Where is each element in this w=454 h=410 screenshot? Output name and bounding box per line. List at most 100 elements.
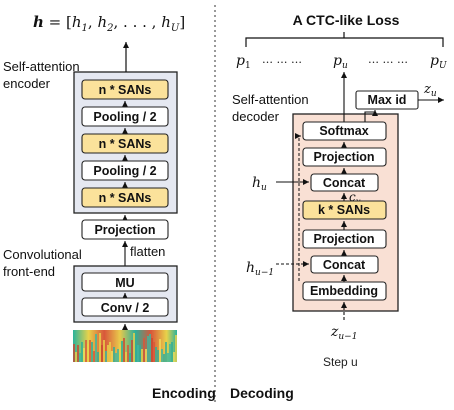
encoder-projection-block: Projection [81,219,169,240]
spectrogram-stripe [159,339,161,362]
svg-text:n * SANs: n * SANs [99,83,152,97]
spectrogram-stripe [139,345,141,362]
spectrogram-stripe [163,354,165,362]
svg-text:Projection: Projection [94,223,155,237]
spectrogram-stripe [175,335,177,362]
spectrogram-stripe [145,349,147,362]
spectrogram-stripe [135,345,137,362]
encoder-label-line1: Self-attention [3,59,80,74]
step-label: Step u [323,355,358,369]
svg-text:n * SANs: n * SANs [99,191,152,205]
spectrogram-stripe [173,352,175,362]
decoder-max-id-block: Max id [355,90,419,110]
spectrogram-stripe [167,353,169,362]
spectrogram-stripe [125,352,127,362]
spectrogram-image [73,330,177,362]
encoder-san-block-1: n * SANs [81,187,169,208]
h-vector-formula: h = [h1, h2, . . . , hU] [33,13,185,34]
svg-text:Projection: Projection [313,150,374,164]
flatten-label: flatten [130,244,165,259]
h-u-minus-1-input: hu−1 [246,260,274,278]
svg-text:p1: p1 [236,53,251,71]
svg-text:k * SANs: k * SANs [318,203,370,217]
spectrogram-stripe [89,340,91,362]
encoder-label-line2: encoder [3,76,51,91]
spectrogram-stripe [99,333,101,362]
svg-text:Embedding: Embedding [310,284,378,298]
spectrogram-stripe [77,345,79,362]
svg-text:h = [h1, h2, . . . , hU]: h = [h1, h2, . . . , hU] [33,13,185,34]
decoder-concat-bottom-block: Concat [310,255,379,274]
svg-text:Concat: Concat [323,176,366,190]
decoder-concat-top-block: Concat [310,173,379,192]
spectrogram-stripe [119,344,121,362]
spectrogram-stripe [117,349,119,362]
spectrogram-stripe [127,345,129,362]
spectrogram-stripe [105,351,107,362]
decoder-k-sans-block: k * SANs [302,200,387,220]
spectrogram-stripe [75,352,77,362]
spectrogram-stripe [121,341,123,362]
z-u-minus-1-input: zu−1 [330,324,357,342]
spectrogram-stripe [169,344,171,362]
decoder-softmax-block: Softmax [302,121,387,141]
svg-text:Concat: Concat [323,258,366,272]
encoder-pooling-block-2: Pooling / 2 [81,106,169,127]
ctc-loss-title: A CTC-like Loss [293,12,400,28]
decoder-label-line1: Self-attention [232,92,309,107]
spectrogram-stripe [109,342,111,362]
spectrogram-stripe [123,338,125,362]
spectrogram-stripe [153,342,155,362]
svg-text:n * SANs: n * SANs [99,137,152,151]
svg-text:… … …: … … … [262,53,302,66]
spectrogram-stripe [91,342,93,362]
spectrogram-stripe [155,347,157,362]
spectrogram-stripe [93,351,95,362]
decoder-projection-top-block: Projection [302,147,387,167]
svg-text:Projection: Projection [313,232,374,246]
spectrogram-stripe [83,348,85,362]
spectrogram-stripe [85,340,87,362]
spectrogram-stripe [171,342,173,362]
encoding-label: Encoding [152,385,216,401]
spectrogram-stripe [133,333,135,362]
svg-text:MU: MU [115,276,134,290]
svg-text:pu: pu [333,53,348,71]
spectrogram-stripe [129,353,131,362]
spectrogram-stripe [161,349,163,362]
encoder-san-block-3: n * SANs [81,79,169,100]
spectrogram-stripe [143,338,145,362]
output-probabilities: p1 … … … pu … … … pU [236,53,447,71]
h-u-input: hu [252,175,267,193]
spectrogram-stripe [103,340,105,362]
spectrogram-stripe [73,344,75,362]
svg-text:Pooling / 2: Pooling / 2 [93,110,156,124]
spectrogram-stripe [147,336,149,362]
svg-text:Softmax: Softmax [319,124,368,138]
spectrogram-stripe [79,353,81,362]
spectrogram-stripe [95,334,97,362]
z-u-output: zu [423,82,437,99]
spectrogram-stripe [115,353,117,362]
decoder-embedding-block: Embedding [302,281,387,301]
spectrogram-stripe [107,345,109,362]
spectrogram-stripe [113,347,115,362]
svg-text:… … …: … … … [368,53,408,66]
svg-text:Max id: Max id [368,93,407,107]
spectrogram-stripe [151,338,153,362]
frontend-mu-block: MU [81,272,169,292]
frontend-conv-block: Conv / 2 [81,297,169,317]
spectrogram-stripe [157,350,159,362]
svg-text:pU: pU [430,53,447,71]
spectrogram-stripe [87,344,89,362]
frontend-label-line2: front-end [3,264,55,279]
encoder-pooling-block-1: Pooling / 2 [81,160,169,181]
frontend-label-line1: Convolutional [3,247,82,262]
spectrogram-stripe [141,349,143,362]
spectrogram-stripe [101,345,103,362]
decoder-label-line2: decoder [232,109,280,124]
ctc-brace [245,32,444,47]
decoding-label: Decoding [230,385,294,401]
spectrogram-stripe [131,340,133,362]
